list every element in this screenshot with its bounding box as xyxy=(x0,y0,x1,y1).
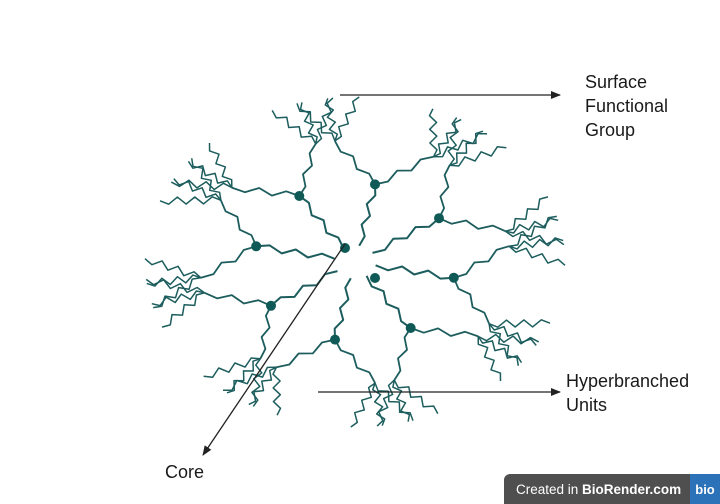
branch-segment xyxy=(324,98,339,142)
branch-segment xyxy=(350,382,376,428)
branch-segment xyxy=(208,142,233,188)
branch-segment xyxy=(453,245,510,279)
branch-segment xyxy=(477,335,523,364)
branch-segment xyxy=(447,117,459,166)
branch-node xyxy=(266,300,276,311)
branch-segment xyxy=(222,366,277,392)
core-label: Core xyxy=(165,462,205,482)
badge-brand: BioRender.com xyxy=(582,481,682,497)
branch-segment xyxy=(256,244,335,260)
branch-segment xyxy=(452,277,490,325)
branch-segment xyxy=(505,217,559,234)
branch-segment xyxy=(438,217,506,233)
branch-segment xyxy=(173,178,222,201)
branch-node xyxy=(448,272,459,283)
branch-segment xyxy=(374,155,434,186)
branch-segment xyxy=(449,146,507,167)
branch-segment xyxy=(145,278,206,294)
branch-node xyxy=(251,241,262,252)
branch-segment xyxy=(334,140,376,185)
branch-segment xyxy=(365,275,412,329)
core-arrow xyxy=(202,243,346,456)
branch-segment xyxy=(151,290,205,307)
branch-node xyxy=(294,191,305,201)
branch-segment xyxy=(231,186,300,197)
branch-segment xyxy=(187,160,233,189)
branch-node xyxy=(340,243,350,253)
branch-segment xyxy=(159,196,222,205)
hyperbranched-units-label: Hyperbranched Units xyxy=(566,371,690,415)
label-pointers xyxy=(202,91,561,456)
branch-segment xyxy=(393,379,439,414)
branch-segment xyxy=(333,277,352,340)
branch-segment xyxy=(392,379,411,422)
branch-segment xyxy=(488,323,537,346)
branch-segment xyxy=(372,217,440,254)
branch-segment xyxy=(170,179,233,191)
branch-segment xyxy=(410,327,479,338)
branch-segment xyxy=(276,338,336,369)
biorender-logo-icon: bio xyxy=(690,474,720,504)
branch-segment xyxy=(334,339,376,384)
dendrimer-structure xyxy=(144,96,566,428)
branch-node xyxy=(370,273,380,283)
branch-segment xyxy=(374,382,414,421)
branch-segment xyxy=(477,336,502,382)
branch-segment xyxy=(315,97,334,145)
branch-segment xyxy=(488,323,520,366)
branch-segment xyxy=(428,108,438,158)
branch-segment xyxy=(375,264,454,280)
branch-segment xyxy=(299,102,318,145)
branch-segment xyxy=(203,357,261,378)
branch-segment xyxy=(433,132,488,158)
branch-node xyxy=(370,179,380,190)
branch-segment xyxy=(296,103,336,142)
branch-segment xyxy=(504,230,565,246)
branch-segment xyxy=(153,277,202,309)
branch-segment xyxy=(200,245,257,279)
branch-segment xyxy=(371,382,386,426)
branch-segment xyxy=(298,143,317,197)
branch-segment xyxy=(146,274,202,287)
branch-segment xyxy=(433,118,462,158)
branch-segment xyxy=(270,270,338,307)
branch-segment xyxy=(438,164,451,219)
branch-node xyxy=(405,323,416,333)
branch-segment xyxy=(358,184,377,247)
branch-node xyxy=(330,334,340,345)
branch-segment xyxy=(393,327,412,381)
branch-segment xyxy=(259,305,272,360)
branch-segment xyxy=(505,196,549,232)
branch-segment xyxy=(204,291,272,307)
branch-segment xyxy=(272,366,282,416)
branch-segment xyxy=(334,96,360,142)
branch-segment xyxy=(376,379,395,427)
badge-text: Created in BioRender.com xyxy=(504,482,690,497)
branch-segment xyxy=(508,245,566,266)
branch-segment xyxy=(220,199,258,247)
branch-segment xyxy=(161,292,205,328)
surface-functional-group-label: Surface Functional Group xyxy=(585,72,669,140)
branch-segment xyxy=(251,358,263,407)
branch-segment xyxy=(488,319,551,328)
branch-segment xyxy=(248,366,277,406)
branch-node xyxy=(434,213,444,224)
branch-segment xyxy=(508,215,557,247)
biorender-badge[interactable]: Created in BioRender.com bio xyxy=(504,474,720,504)
badge-prefix: Created in xyxy=(516,481,583,497)
branch-segment xyxy=(190,158,222,201)
branch-segment xyxy=(271,110,317,145)
branch-segment xyxy=(508,237,564,250)
branch-segment xyxy=(477,333,540,345)
branch-segment xyxy=(449,130,484,166)
branch-segment xyxy=(144,258,202,279)
branch-segment xyxy=(226,358,261,394)
branch-segment xyxy=(298,195,345,249)
